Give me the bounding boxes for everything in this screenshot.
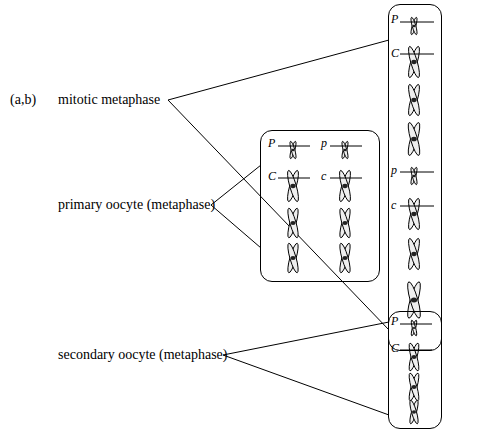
gene-label: p [321, 137, 327, 149]
locus-lines [278, 146, 362, 178]
gene-label: P [268, 137, 275, 149]
primary-chromosomes [285, 141, 352, 274]
locus-lines [400, 324, 432, 350]
mitotic-chromosomes [405, 17, 423, 319]
gene-label: c [321, 170, 326, 182]
stage-heading: primary oocyte (metaphase) [58, 197, 215, 213]
gene-label: c [391, 199, 396, 211]
group-box: primary oocyte (metaphase)PCpc [260, 130, 380, 282]
locus-lines [400, 22, 434, 206]
gene-label: C [391, 342, 399, 354]
group-box: mitotic metaphasePCpc [388, 4, 442, 351]
gene-label: P [391, 13, 398, 25]
panel-label: (a,b) [10, 92, 36, 108]
gene-label: p [391, 164, 397, 176]
stage-heading: mitotic metaphase [58, 92, 160, 108]
group-box: secondary oocyte (metaphase)PC [388, 311, 442, 429]
gene-label: P [391, 315, 398, 327]
stage-heading: secondary oocyte (metaphase) [58, 347, 227, 363]
secondary-chromosomes [407, 320, 420, 425]
gene-label: C [268, 170, 276, 182]
gene-label: C [391, 47, 399, 59]
